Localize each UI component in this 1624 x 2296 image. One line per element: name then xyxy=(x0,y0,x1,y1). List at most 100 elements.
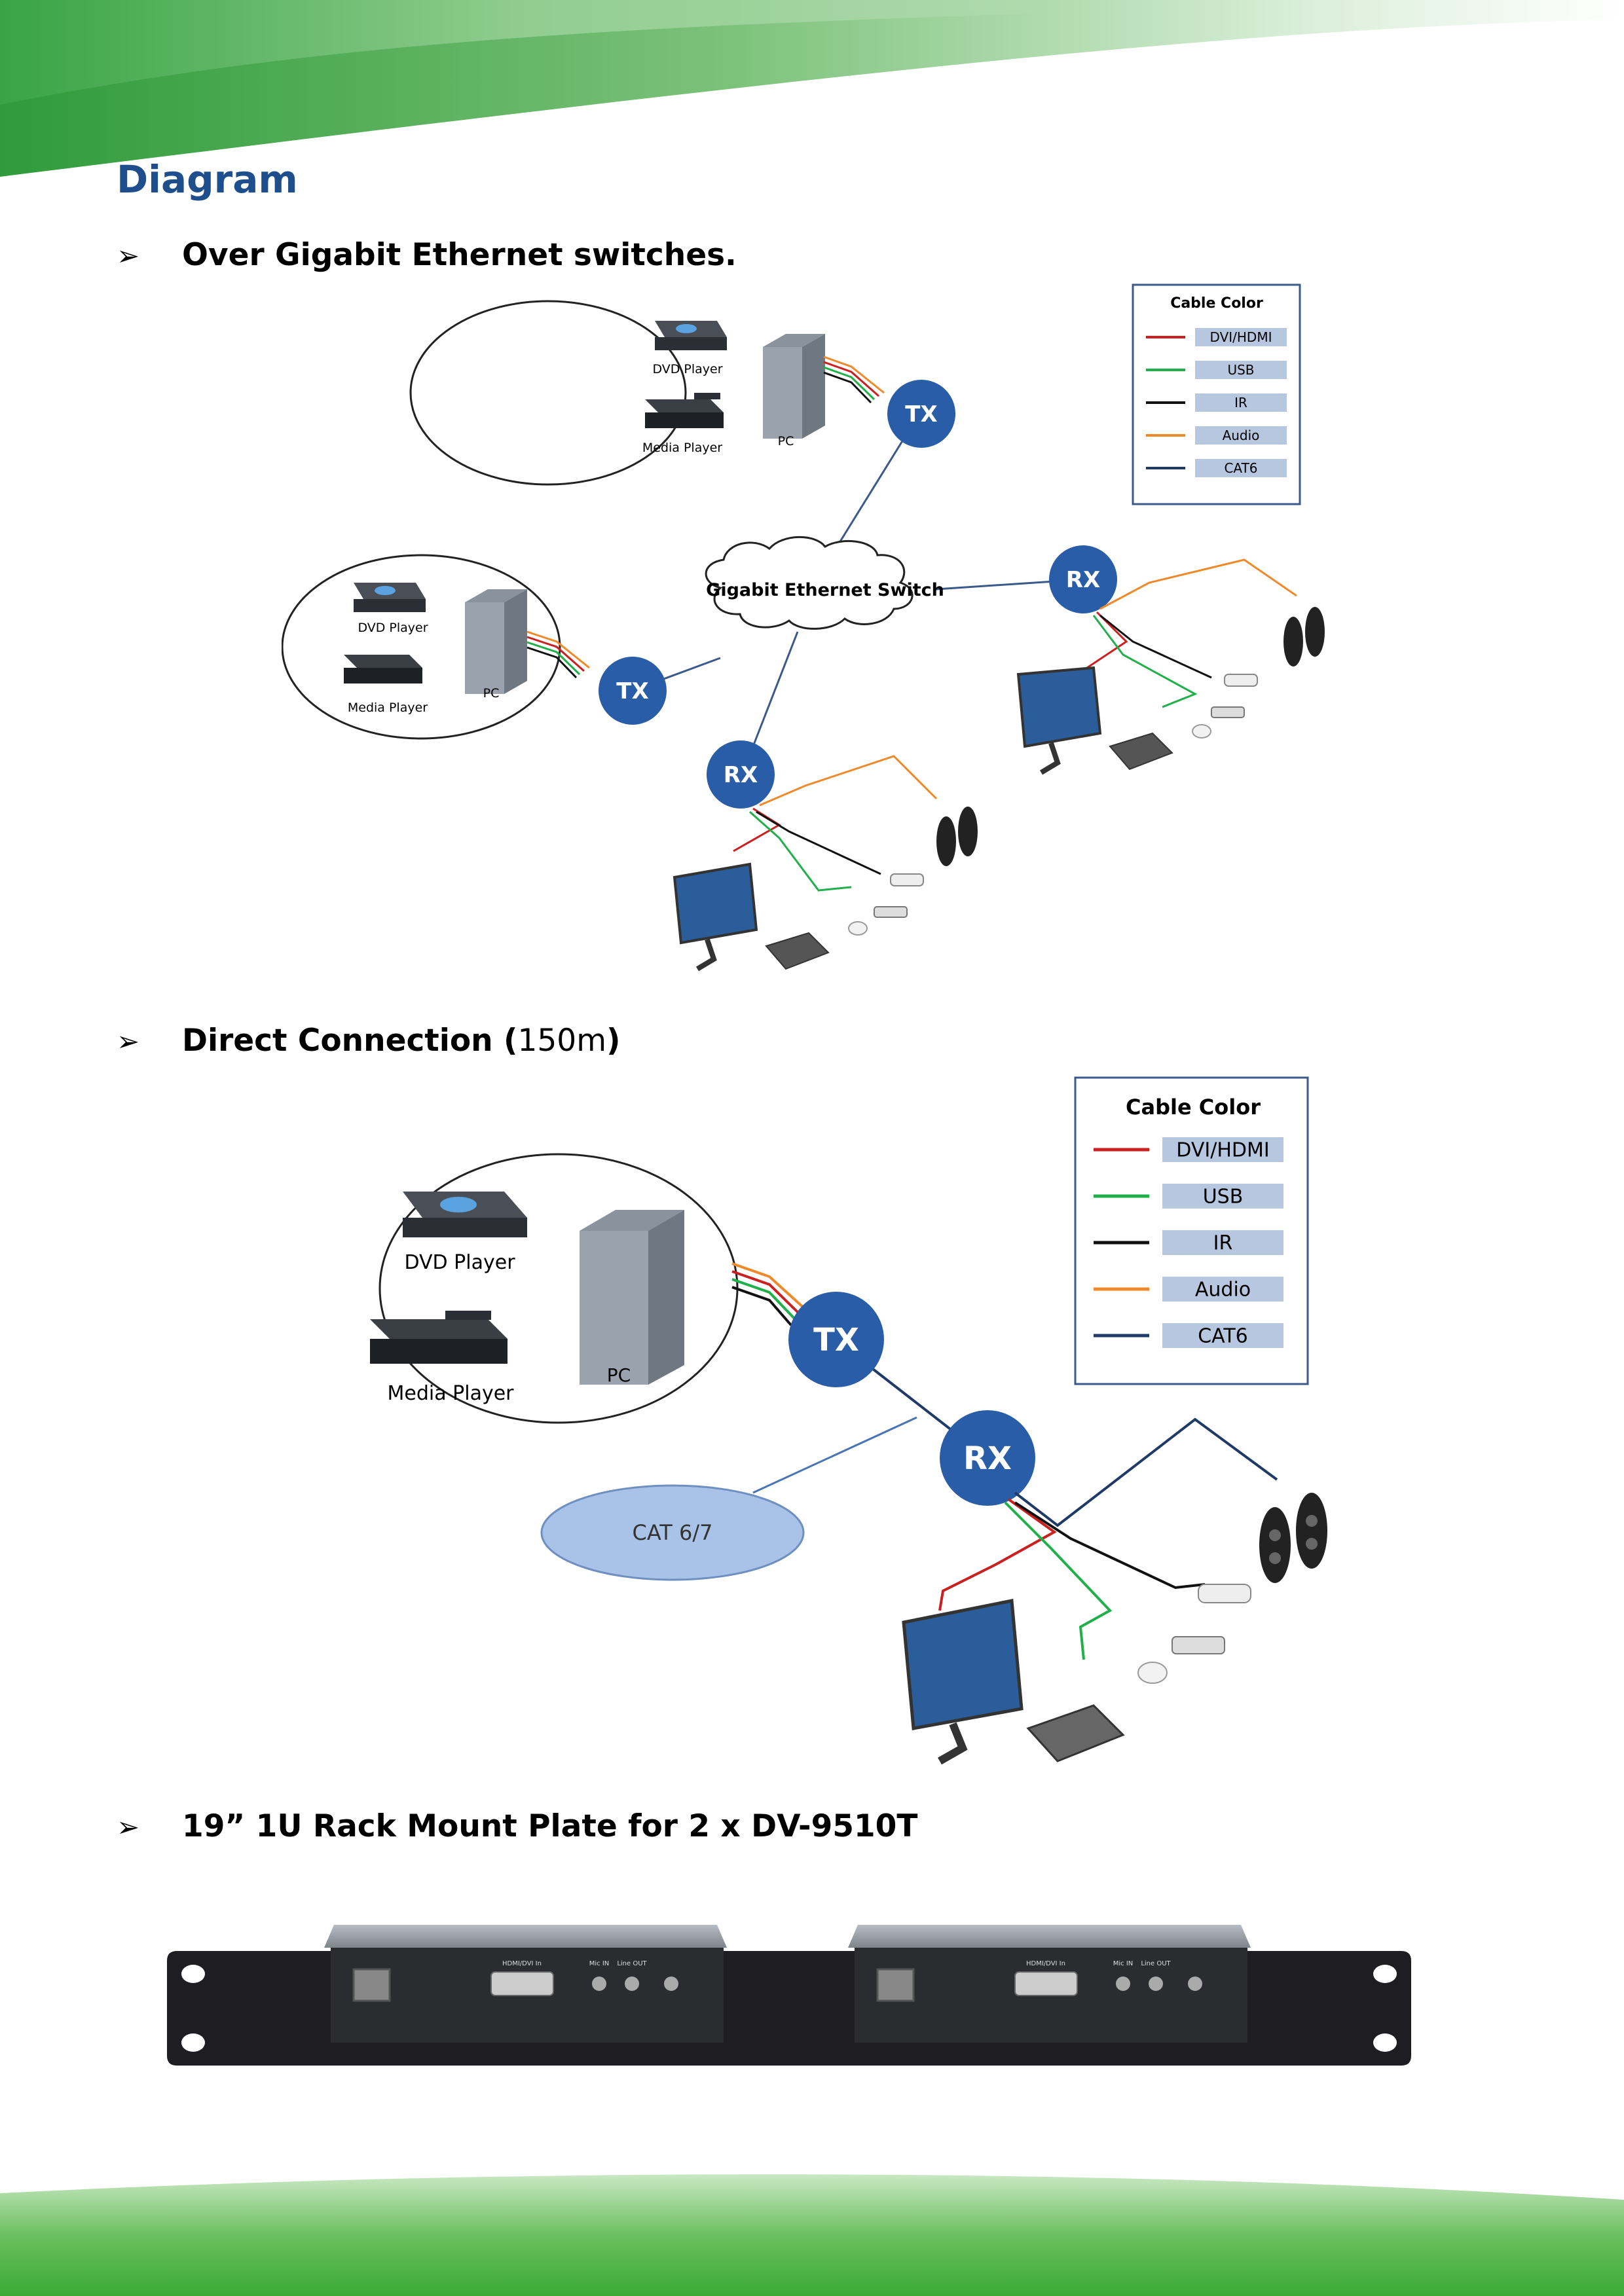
footer-band xyxy=(0,2174,1624,2296)
legend-chip-2 xyxy=(1162,1230,1283,1255)
legend-chip-3 xyxy=(1162,1277,1283,1302)
svg-text:HDMI/DVI In: HDMI/DVI In xyxy=(1026,1960,1065,1967)
mouse-icon-right xyxy=(1192,724,1211,738)
media-player-icon xyxy=(645,393,724,428)
legend-chip-4 xyxy=(1195,459,1287,477)
rx-label-right: RX xyxy=(1066,567,1100,593)
legend-label-2: IR xyxy=(1213,1232,1233,1255)
legend-chip-2 xyxy=(1195,393,1287,412)
legend-label-3: Audio xyxy=(1195,1279,1251,1302)
dv-9510t-unit-right: HDMI/DVI In Mic IN Line OUT xyxy=(848,1925,1251,2043)
dv-9510t-unit-left: HDMI/DVI In Mic IN Line OUT xyxy=(324,1925,727,2043)
dvd-player-icon xyxy=(655,321,727,350)
rx-node-right xyxy=(1049,545,1117,613)
speaker-icon-right xyxy=(1283,607,1325,666)
legend-chip-1 xyxy=(1162,1184,1283,1209)
ir-receiver-icon-right xyxy=(1224,674,1258,687)
cat-label: CAT 6/7 xyxy=(633,1520,713,1545)
legend-chip-4 xyxy=(1162,1323,1283,1348)
media-label-left: Media Player xyxy=(348,701,428,715)
svg-text:Mic IN: Mic IN xyxy=(589,1960,610,1967)
section-heading-switches: ➢ Over Gigabit Ethernet switches. xyxy=(117,237,737,273)
tx-label-left: TX xyxy=(616,678,648,704)
legend-label-1: USB xyxy=(1227,362,1254,378)
tx-label-top: TX xyxy=(905,401,937,428)
section-title-bold: Direct Connection ( xyxy=(182,1023,518,1059)
section-title-text: 19” 1U Rack Mount Plate for 2 x DV-9510T xyxy=(182,1808,918,1844)
ir-receiver-icon xyxy=(1198,1584,1251,1603)
dvd-label-top: DVD Player xyxy=(652,362,722,376)
pc-tower-icon-left xyxy=(465,589,527,694)
keyboard-icon-bottom xyxy=(765,932,830,970)
pc-label-left: PC xyxy=(483,686,500,701)
mouse-icon xyxy=(1137,1662,1168,1684)
bullet-arrow-icon: ➢ xyxy=(117,1811,140,1843)
monitor-icon-right xyxy=(1016,666,1102,775)
header-swoosh xyxy=(0,0,1624,177)
usb-dongle-icon xyxy=(1172,1636,1225,1654)
monitor-icon-bottom xyxy=(673,862,758,972)
media-label-top: Media Player xyxy=(642,441,722,455)
legend-label-4: CAT6 xyxy=(1198,1325,1248,1348)
pc-tower-icon xyxy=(580,1210,684,1385)
legend-chip-1 xyxy=(1195,361,1287,379)
rx-label: RX xyxy=(963,1440,1012,1477)
dvd-player-icon xyxy=(403,1192,527,1237)
legend-title-small: Cable Color xyxy=(1170,295,1263,312)
cat-cable-callout xyxy=(540,1484,805,1581)
legend-label-0: DVI/HDMI xyxy=(1176,1139,1269,1162)
usb-dongle-icon-right xyxy=(1211,706,1245,718)
legend-label-3: Audio xyxy=(1223,428,1260,443)
speaker-icon-bottom xyxy=(936,807,978,866)
legend-label-2: IR xyxy=(1234,395,1247,410)
pc-tower-icon xyxy=(763,334,825,439)
media-player-icon xyxy=(370,1311,507,1364)
section-title-bold-end: ) xyxy=(606,1023,621,1059)
legend-chip-3 xyxy=(1195,426,1287,445)
speaker-icon xyxy=(1259,1493,1327,1583)
keyboard-icon xyxy=(1026,1704,1125,1762)
rx-node xyxy=(940,1410,1035,1506)
legend-chip-0 xyxy=(1195,328,1287,346)
dvd-player-icon-left xyxy=(354,583,426,612)
dvd-label: DVD Player xyxy=(404,1251,515,1274)
diagram-gigabit-switch: DVD Player Media Player PC DVD Player Me… xyxy=(282,283,1325,972)
legend-label-4: CAT6 xyxy=(1224,460,1257,476)
bullet-arrow-icon: ➢ xyxy=(117,1025,140,1057)
switch-label: Gigabit Ethernet Switch xyxy=(706,580,944,600)
svg-text:HDMI/DVI In: HDMI/DVI In xyxy=(502,1960,542,1967)
ethernet-switch-cloud xyxy=(705,536,913,630)
tx-node-top xyxy=(887,380,955,448)
legend-chip-0 xyxy=(1162,1137,1283,1162)
keyboard-icon-right xyxy=(1109,732,1173,771)
section-title-distance: 150m xyxy=(517,1023,606,1059)
dvd-label-left: DVD Player xyxy=(358,621,428,635)
section-heading-rack: ➢ 19” 1U Rack Mount Plate for 2 x DV-9510… xyxy=(117,1808,917,1844)
ir-receiver-icon-bottom xyxy=(890,873,924,886)
monitor-icon xyxy=(902,1599,1024,1765)
pc-label: PC xyxy=(607,1364,631,1386)
bullet-arrow-icon: ➢ xyxy=(117,240,140,272)
page-title: Diagram xyxy=(117,157,298,202)
diagram-direct-connection: DVD Player Media Player PC CAT 6/7 TX RX xyxy=(370,1076,1327,1765)
source-group-top xyxy=(409,300,687,486)
section-title-text: Over Gigabit Ethernet switches. xyxy=(182,237,737,273)
rack-mount-plate: HDMI/DVI In Mic IN Line OUT HDMI/DVI In … xyxy=(167,1925,1411,2066)
legend-title-large: Cable Color xyxy=(1126,1095,1261,1120)
mouse-icon-bottom xyxy=(848,921,868,936)
media-label: Media Player xyxy=(388,1382,515,1405)
usb-dongle-icon-bottom xyxy=(874,906,908,918)
legend-label-0: DVI/HDMI xyxy=(1210,329,1272,345)
tx-node xyxy=(788,1292,884,1387)
svg-text:Line OUT: Line OUT xyxy=(1141,1960,1171,1967)
rx-node-bottom xyxy=(707,740,775,809)
legend-label-1: USB xyxy=(1203,1186,1244,1209)
rx-label-bottom: RX xyxy=(724,762,758,788)
svg-text:Line OUT: Line OUT xyxy=(617,1960,647,1967)
svg-text:Mic IN: Mic IN xyxy=(1113,1960,1134,1967)
tx-node-left xyxy=(599,657,667,725)
section-heading-direct: ➢ Direct Connection (150m) xyxy=(117,1023,620,1059)
tx-label: TX xyxy=(813,1322,859,1358)
